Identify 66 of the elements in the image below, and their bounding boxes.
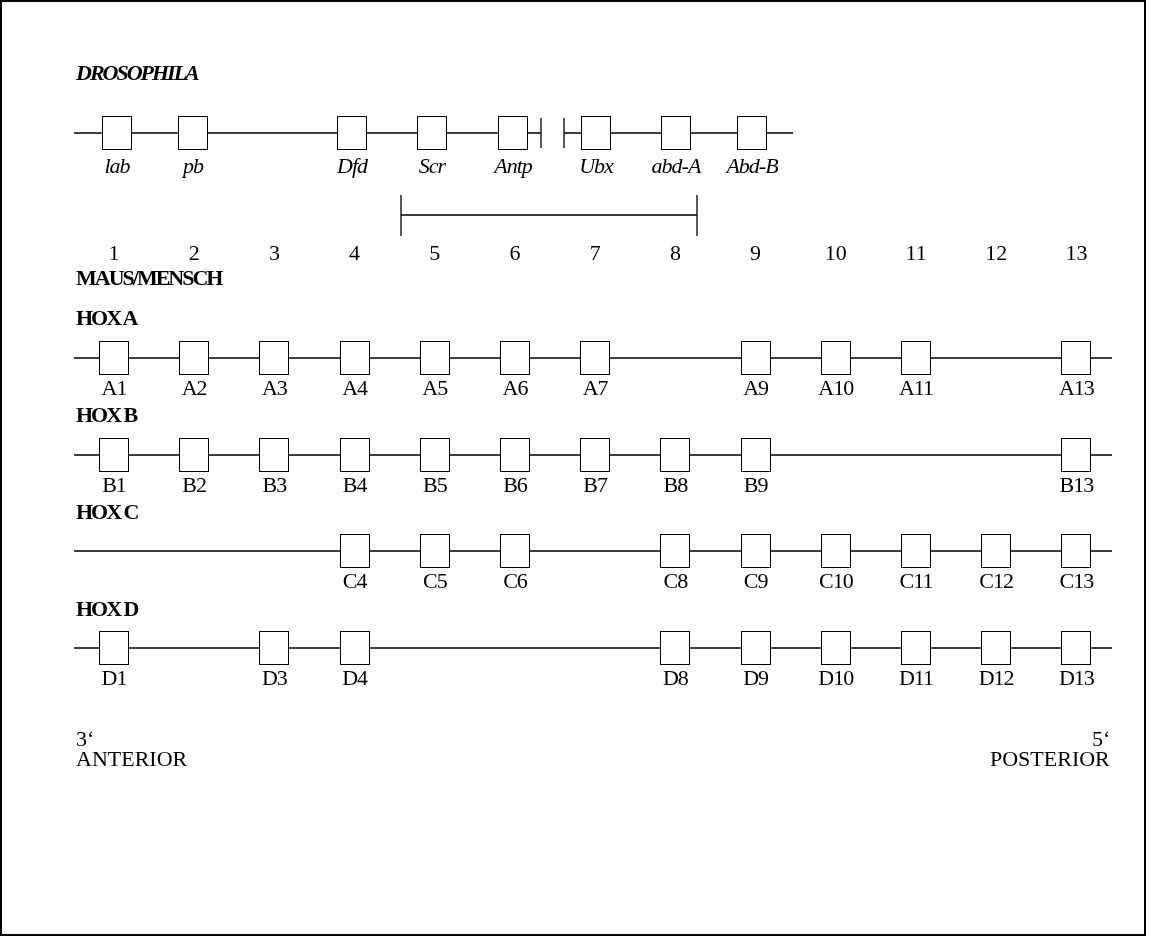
gene-name: pb	[181, 153, 205, 179]
position-number: 8	[669, 240, 681, 266]
gene-name: Scr	[417, 153, 447, 179]
gene-name: lab	[103, 153, 131, 179]
gene-name: D13	[1057, 665, 1095, 691]
gene-name: A6	[501, 375, 529, 401]
position-number: 11	[905, 240, 927, 266]
gene-name: D3	[260, 665, 288, 691]
position-number: 3	[268, 240, 280, 266]
gene-name: A4	[341, 375, 369, 401]
gene-name: D10	[817, 665, 855, 691]
gene-name: B9	[742, 472, 769, 498]
gene-name: C9	[742, 568, 769, 594]
gene-name: D11	[897, 665, 935, 691]
gene-name: A2	[180, 375, 208, 401]
gene-name: D1	[100, 665, 128, 691]
gene-name: D12	[977, 665, 1015, 691]
gene-name: B3	[261, 472, 288, 498]
section-heading: HOX D	[76, 596, 138, 622]
gene-name: A13	[1057, 375, 1095, 401]
gene-name: B8	[662, 472, 689, 498]
gene-name: C10	[817, 568, 854, 594]
gene-name: A9	[742, 375, 770, 401]
section-heading: HOX B	[76, 402, 137, 428]
gene-name: Antp	[492, 153, 533, 179]
gene-name: C6	[502, 568, 528, 594]
gene-name: B1	[101, 472, 127, 498]
gene-name: Ubx	[578, 153, 615, 179]
gene-name: C11	[898, 568, 934, 594]
gene-name: B5	[421, 472, 448, 498]
gene-name: B2	[181, 472, 208, 498]
gene-name: A7	[581, 375, 609, 401]
position-number: 13	[1065, 240, 1088, 266]
gene-name: abd-A	[650, 153, 703, 179]
gene-name: A3	[260, 375, 288, 401]
gene-name: C5	[421, 568, 448, 594]
gene-name: B7	[582, 472, 609, 498]
position-number: 1	[108, 240, 120, 266]
gene-name: B6	[502, 472, 528, 498]
gene-name: C13	[1058, 568, 1095, 594]
section-heading: HOX C	[76, 499, 138, 525]
gene-name: C8	[662, 568, 689, 594]
gene-name: D9	[742, 665, 770, 691]
position-number: 9	[750, 240, 762, 266]
position-number: 12	[985, 240, 1008, 266]
gene-name: Abd-B	[724, 153, 779, 179]
position-number: 4	[349, 240, 361, 266]
gene-name: D4	[341, 665, 369, 691]
section-heading: HOX A	[76, 305, 137, 331]
gene-name: C4	[341, 568, 368, 594]
position-number: 5	[429, 240, 441, 266]
position-number: 10	[824, 240, 847, 266]
gene-name: C12	[978, 568, 1015, 594]
gene-name: A11	[897, 375, 935, 401]
section-heading: MAUS/MENSCH	[76, 265, 222, 291]
position-number: 2	[188, 240, 200, 266]
gene-name: A5	[421, 375, 449, 401]
position-number: 7	[589, 240, 601, 266]
species-heading: DROSOPHILA	[76, 60, 198, 86]
position-number: 6	[509, 240, 521, 266]
gene-name: D8	[661, 665, 689, 691]
gene-name: A10	[817, 375, 855, 401]
gene-name: Dfd	[336, 153, 369, 179]
gene-name: B13	[1058, 472, 1095, 498]
gene-name: B4	[341, 472, 368, 498]
gene-name: A1	[100, 375, 128, 401]
